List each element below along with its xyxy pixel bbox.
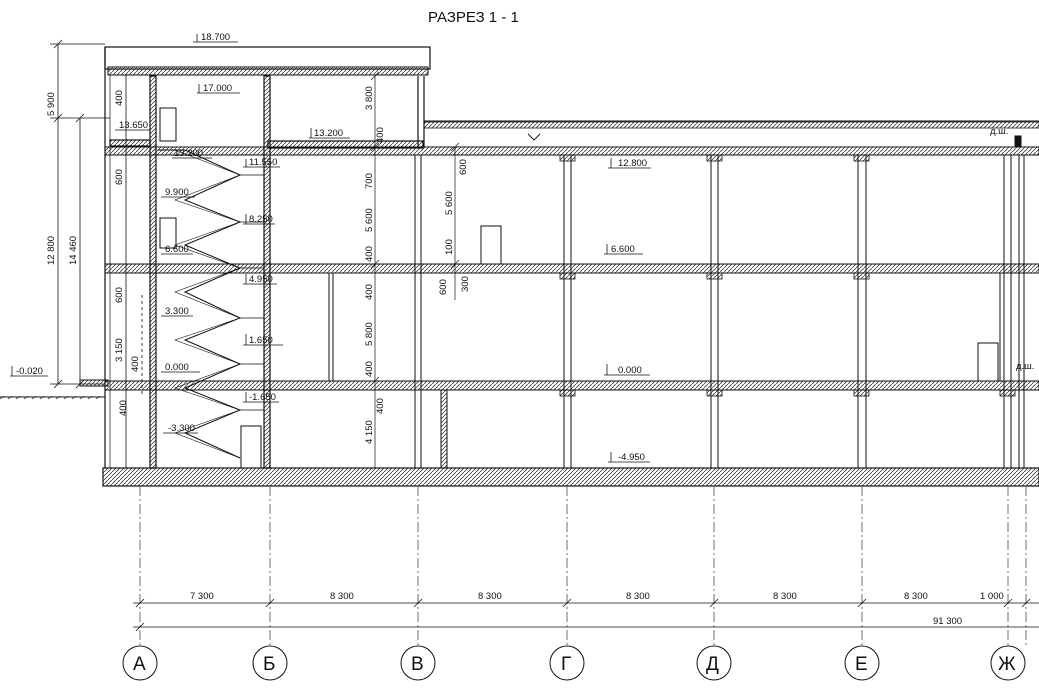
elev-stair-8: 1.650 (249, 335, 273, 346)
elev-basement: -4.950 (618, 452, 645, 463)
columns (328, 155, 1025, 469)
dim-left-14460: 14 460 (68, 236, 79, 265)
span-dim-4: 8 300 (626, 591, 650, 602)
elev-roof-top: 18.700 (201, 32, 230, 43)
elev-roof-main: 13.200 (314, 128, 343, 139)
dim-int-5600-b: 5 600 (444, 191, 455, 215)
span-dim-6: 8 300 (904, 591, 928, 602)
axis-label-b: Б (263, 654, 275, 675)
elev-stair-top: 17.000 (203, 83, 232, 94)
span-dim-5: 8 300 (773, 591, 797, 602)
elev-ground: -0.020 (16, 366, 43, 377)
drawing-title: РАЗРЕЗ 1 - 1 (428, 9, 519, 26)
elev-floor-2: 6.600 (611, 244, 635, 255)
ground (0, 379, 109, 400)
axis-label-zh: Ж (998, 654, 1016, 675)
slope-arrow-icon (527, 133, 541, 141)
elev-stair-3: 9.900 (165, 187, 189, 198)
axis-bubble-zh (990, 645, 1026, 681)
dim-int-700: 700 (364, 173, 375, 189)
dim-left-5900: 5 900 (46, 92, 57, 116)
axis-label-v: В (411, 654, 424, 675)
elev-stair-10: -1.650 (249, 392, 276, 403)
mark-dsh-roof: д.ш. (990, 126, 1008, 137)
elev-floor-1: 0.000 (618, 365, 642, 376)
span-dim-3: 8 300 (478, 591, 502, 602)
dim-right-600-mid: 600 (438, 279, 449, 295)
dim-left-3150: 3 150 (114, 338, 125, 362)
dim-tower-400-top: 400 (114, 90, 125, 106)
mark-dsh-floor: д.ш. (1016, 361, 1034, 372)
doors (159, 107, 999, 469)
axis-bubbles (122, 645, 1026, 681)
dim-int-400-d: 400 (364, 361, 375, 377)
dim-int-400-c: 400 (364, 284, 375, 300)
dim-int-400-b: 400 (364, 246, 375, 262)
left-dimension-lines (50, 39, 143, 468)
axis-label-g: Г (561, 654, 571, 675)
dim-tower-400-bottom: 400 (118, 400, 129, 416)
overall-dim: 91 300 (933, 616, 962, 627)
axis-label-a: А (133, 654, 146, 675)
dim-int-4150: 4 150 (364, 420, 375, 444)
roof-drain-icon (1014, 135, 1022, 147)
dim-right-600-top: 600 (458, 159, 469, 175)
axis-bubble-g (549, 645, 585, 681)
elev-stair-2: 11.550 (249, 157, 277, 168)
staircase (158, 149, 264, 459)
axis-label-e: Е (855, 654, 868, 675)
elev-stair-7: 3.300 (165, 306, 189, 317)
axis-lines (139, 486, 1027, 648)
elev-stair-4: 8.250 (249, 214, 273, 225)
elev-tower-floor: 13.650 (119, 120, 148, 131)
axis-bubble-d (696, 645, 732, 681)
dim-tower-600-lower: 600 (114, 287, 125, 303)
span-dim-1: 7 300 (190, 591, 214, 602)
elev-stair-5: 6.600 (165, 244, 189, 255)
dim-int-100: 100 (444, 239, 455, 255)
column-capitals (559, 154, 1016, 397)
dim-left-12800: 12 800 (46, 236, 57, 265)
span-dim-7: 1 000 (980, 591, 1004, 602)
interior-dimension-lines (370, 71, 460, 468)
axis-bubble-v (400, 645, 436, 681)
bottom-dimension-lines (133, 598, 1039, 632)
elev-stair-1: 13.200 (174, 148, 203, 159)
roof-parapet (104, 46, 431, 76)
elev-stair-6: 4.950 (249, 274, 273, 285)
elev-stair-11: -3.300 (168, 423, 195, 434)
axis-bubble-a (122, 645, 158, 681)
dim-int-5600-a: 5 600 (364, 208, 375, 232)
dim-int-5800: 5 800 (364, 322, 375, 346)
elev-roof-right: 12.800 (618, 158, 647, 169)
dim-int-300: 300 (460, 276, 471, 292)
elevation-leaders (10, 34, 651, 463)
axis-label-d: Д (706, 654, 719, 675)
foundation-slab (102, 467, 1039, 487)
axis-bubble-e (844, 645, 880, 681)
dim-tower-600-upper: 600 (114, 169, 125, 185)
dim-int-3800: 3 800 (364, 86, 375, 110)
axis-bubble-b (252, 645, 288, 681)
dim-int-400-e: 400 (375, 398, 386, 414)
span-dim-2: 8 300 (330, 591, 354, 602)
dim-tower-400-mid: 400 (130, 356, 141, 372)
elev-stair-9: 0.000 (165, 362, 189, 373)
dim-int-400-a: 400 (375, 127, 386, 143)
